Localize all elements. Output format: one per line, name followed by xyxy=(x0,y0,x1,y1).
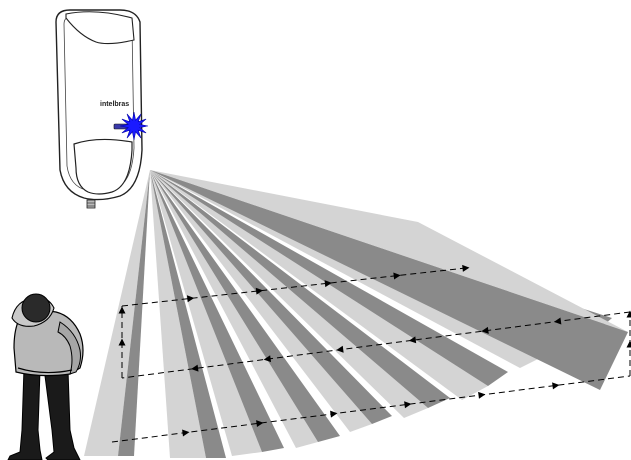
person-arm xyxy=(57,321,81,375)
arrow-head-icon xyxy=(462,264,470,272)
arrow-head-icon xyxy=(330,410,338,418)
sensor-lens xyxy=(73,138,133,195)
led-icon xyxy=(119,111,149,141)
beam-light-segment xyxy=(84,170,150,456)
sensor-top-cap xyxy=(65,11,135,45)
arrow-head-icon xyxy=(408,336,417,344)
person-figure xyxy=(7,293,84,460)
arrow-head-icon xyxy=(393,272,401,280)
arrow-head-icon xyxy=(182,429,190,437)
beam-dark-segment xyxy=(150,170,340,442)
arrow-head-icon xyxy=(626,340,631,348)
walk-path-segment xyxy=(121,267,467,307)
walk-path-segment xyxy=(111,375,631,443)
arrow-head-icon xyxy=(324,280,332,288)
beam-dark-segment xyxy=(150,170,392,424)
arrow-head-icon xyxy=(626,310,631,318)
arrow-head-icon xyxy=(256,420,264,428)
beam-dark-segment xyxy=(150,170,450,408)
motion-sensor-device: intelbras xyxy=(55,9,149,209)
person-belt xyxy=(17,367,73,374)
arrow-head-icon xyxy=(478,391,486,399)
beam-light-segment xyxy=(150,170,318,448)
beam-dark-segment xyxy=(150,170,284,452)
arrow-head-icon xyxy=(263,355,272,363)
detection-beams xyxy=(84,170,628,458)
beam-light-segment xyxy=(150,170,488,400)
person-leg-left xyxy=(7,367,43,460)
beam-light-segment xyxy=(150,170,262,456)
beam-light-segment xyxy=(150,170,428,418)
walk-path xyxy=(111,264,631,443)
mount-screw xyxy=(86,199,96,209)
person-leg-right xyxy=(43,367,81,460)
arrow-head-icon xyxy=(191,364,199,372)
beam-dark-segment xyxy=(150,170,226,458)
beam-dark-segment xyxy=(150,170,628,390)
arrow-head-icon xyxy=(481,326,489,334)
person-head xyxy=(21,293,51,323)
arrow-head-icon xyxy=(118,306,126,314)
beam-dark-segment xyxy=(118,170,150,456)
arrow-head-icon xyxy=(118,338,126,346)
beam-light-segment xyxy=(150,170,372,432)
brand-label: intelbras xyxy=(100,101,129,108)
arrow-head-icon xyxy=(552,382,560,390)
arrow-head-icon xyxy=(255,287,264,295)
walk-path-segment xyxy=(121,311,631,379)
arrow-head-icon xyxy=(553,317,562,325)
beam-light-segment xyxy=(150,170,548,368)
arrow-head-icon xyxy=(336,345,344,353)
arrow-head-icon xyxy=(186,295,195,303)
beam-dark-segment xyxy=(150,170,508,386)
arrow-head-icon xyxy=(404,401,412,409)
